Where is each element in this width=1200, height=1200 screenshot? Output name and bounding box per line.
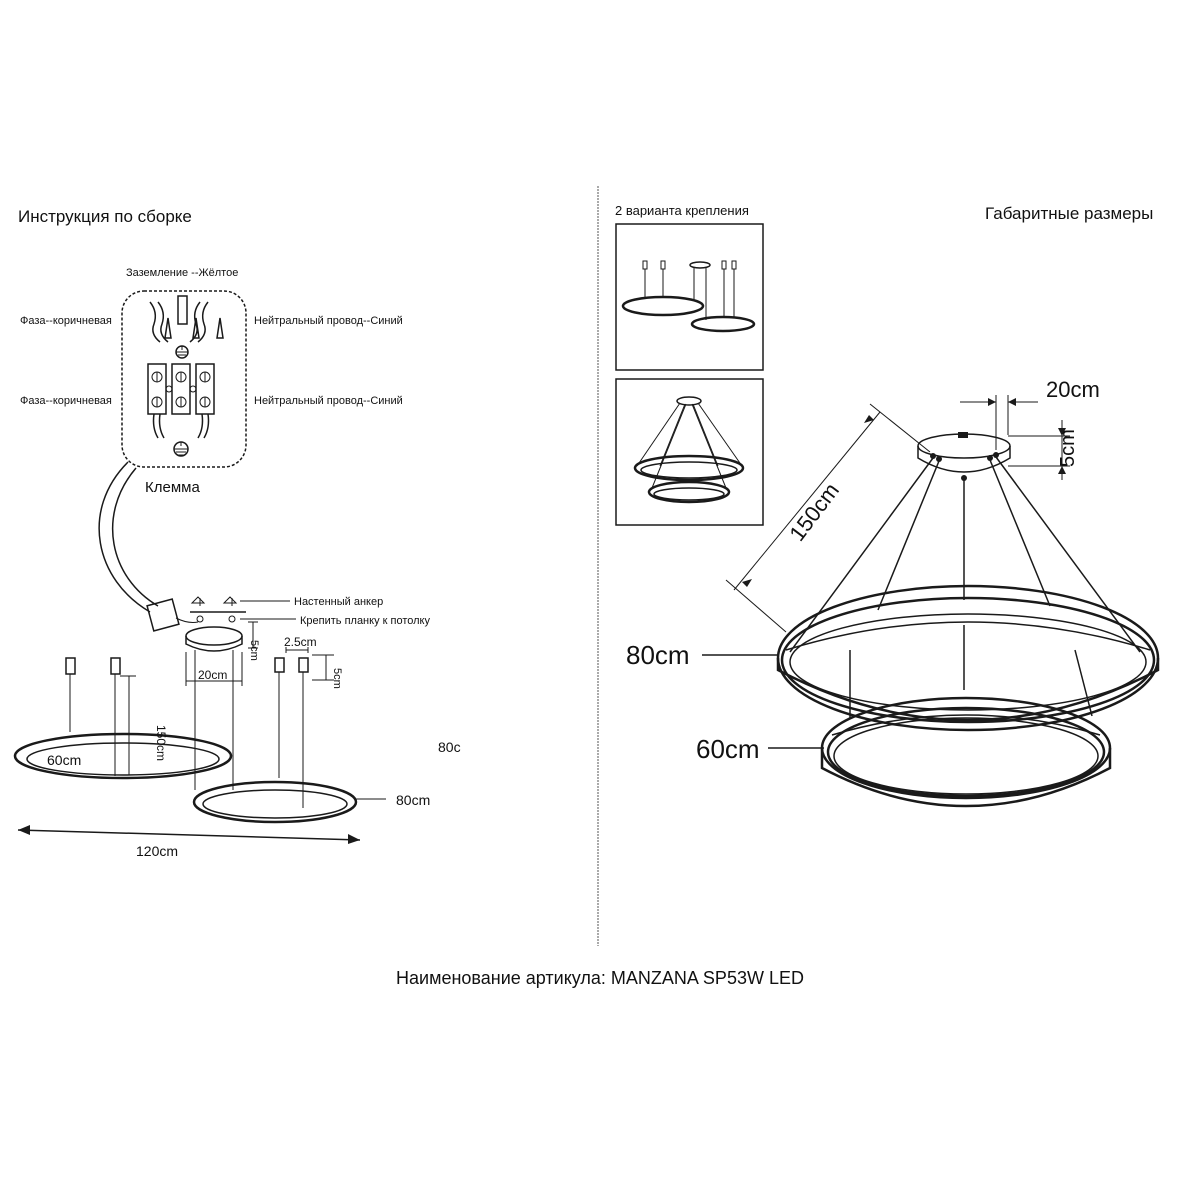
phase-wire-label-top: Фаза--коричневая: [20, 315, 112, 327]
variants-title: 2 варианта крепления: [615, 203, 749, 218]
right-canopy-height-label: 5cm: [1057, 429, 1079, 467]
stray-label: 80c: [438, 739, 461, 755]
clip-width-label: 2.5cm: [284, 635, 317, 649]
connector: [146, 598, 199, 632]
article-name: Наименование артикула: MANZANA SP53W LED: [396, 968, 804, 988]
variant-one-diagram: [615, 223, 764, 371]
cable-loop: [98, 461, 151, 613]
canopy-assembly: [185, 596, 296, 790]
wiring-box: [121, 290, 247, 468]
variant-two-diagram: [615, 378, 764, 526]
large-ring-label: 80cm: [396, 792, 430, 808]
terminal-label: Клемма: [145, 479, 200, 496]
right-canopy-width-label: 20cm: [1046, 377, 1100, 402]
clip-detail: [274, 647, 334, 808]
neutral-wire-label-top: Нейтральный провод--Синий: [254, 315, 403, 327]
total-width-dimension: [17, 825, 361, 844]
canopy-width-label: 20cm: [198, 668, 227, 682]
neutral-wire-label-bottom: Нейтральный провод--Синий: [254, 395, 403, 407]
total-width-label: 120cm: [136, 843, 178, 859]
cable-length-label: 150cm: [154, 725, 168, 761]
small-ring: [13, 657, 233, 780]
phase-wire-label-bottom: Фаза--коричневая: [20, 395, 112, 407]
ceiling-plate-label: Крепить планку к потолку: [300, 615, 430, 627]
right-cable-length-label: 150cm: [784, 478, 844, 546]
large-ring: [192, 780, 386, 824]
dimensions-title: Габаритные размеры: [985, 204, 1153, 223]
assembly-title: Инструкция по сборке: [18, 207, 192, 226]
outer-ring-label: 80cm: [626, 640, 690, 670]
inner-ring-label: 60cm: [696, 734, 760, 764]
clip-height-label: 5cm: [331, 668, 343, 689]
wall-anchor-label: Настенный анкер: [294, 596, 383, 608]
ground-wire-label: Заземление --Жёлтое: [126, 267, 238, 279]
canopy-height-label: 5cm: [248, 640, 260, 661]
small-ring-label: 60cm: [47, 752, 81, 768]
main-dimension-drawing: [702, 395, 1160, 808]
